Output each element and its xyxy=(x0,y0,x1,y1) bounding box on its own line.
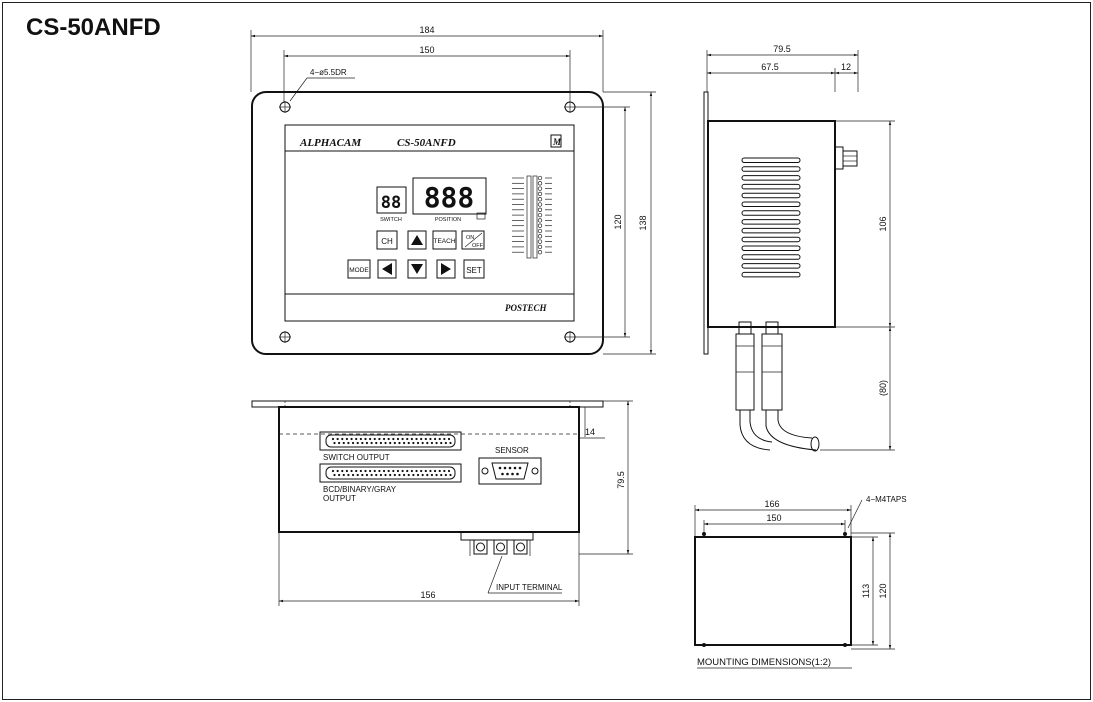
dim-side-depth-total: 79.5 xyxy=(773,44,791,54)
front-plate xyxy=(251,91,604,355)
mode-key-label: MODE xyxy=(349,267,369,274)
bcd-output-connector xyxy=(319,463,462,483)
teach-key[interactable] xyxy=(432,230,457,250)
right-arrow-icon xyxy=(441,263,451,275)
mounting-caption: MOUNTING DIMENSIONS(1:2) xyxy=(697,657,831,668)
switch-output-label: SWITCH OUTPUT xyxy=(323,453,390,462)
dim-side-body: 67.5 xyxy=(761,62,779,72)
position-label: POSITION xyxy=(435,217,461,223)
side-view: 79.5 67.5 12 xyxy=(703,44,895,452)
teach-key-label: TEACH xyxy=(433,238,455,245)
front-view: 184 150 4−ø5.5DR ALPHACAM CS-50ANFD M PO… xyxy=(250,25,656,355)
up-arrow-icon xyxy=(411,235,423,245)
mounting-holes xyxy=(279,101,576,343)
dim-bottom-depth: 79.5 xyxy=(616,471,626,489)
ventilation-slots xyxy=(741,157,801,278)
bottom-body xyxy=(278,406,580,533)
switch-display-digits: 88 xyxy=(381,193,401,213)
switch-output-pins xyxy=(331,437,452,445)
sensor-pins xyxy=(498,466,522,476)
dim-mount-width-holes: 150 xyxy=(766,513,781,523)
front-panel xyxy=(284,124,575,322)
down-arrow-icon xyxy=(411,264,423,274)
cable-glands xyxy=(735,321,820,452)
dim-bottom-flange: 14 xyxy=(585,427,595,437)
ch-key-label: CH xyxy=(381,237,393,246)
dim-bottom-width: 156 xyxy=(420,590,435,600)
dim-front-height-inner: 120 xyxy=(613,214,623,229)
dim-side-connector: 12 xyxy=(841,62,851,72)
input-terminal-block xyxy=(460,531,534,556)
sensor-label: SENSOR xyxy=(495,446,529,455)
logo-icon xyxy=(550,134,562,148)
mounting-view: 166 150 4−M4TAPS 113 120 MOUNTING DIMENS… xyxy=(694,495,907,669)
on-label: ON xyxy=(466,235,474,241)
mounting-cutout xyxy=(694,536,852,646)
model-label: CS-50ANFD xyxy=(397,137,456,149)
left-arrow-icon xyxy=(382,263,392,275)
position-display xyxy=(412,177,487,215)
ch-key[interactable] xyxy=(376,230,398,250)
side-body xyxy=(707,120,836,328)
bcd-output-label-1: BCD/BINARY/GRAY xyxy=(323,485,397,494)
set-key[interactable] xyxy=(463,259,485,279)
dim-front-height-outer: 138 xyxy=(638,215,648,230)
led-indicator-column xyxy=(512,175,552,259)
dim-mount-height-inner: 113 xyxy=(861,584,871,598)
dim-mount-height-outer: 120 xyxy=(878,583,888,598)
maker-label: POSTECH xyxy=(505,303,548,313)
hole-note: 4−ø5.5DR xyxy=(310,68,347,77)
off-label: OFF xyxy=(472,243,484,249)
switch-output-connector xyxy=(319,431,462,451)
position-display-digits: 888 xyxy=(424,181,475,214)
bcd-output-label-2: OUTPUT xyxy=(323,494,356,503)
set-key-label: SET xyxy=(466,266,482,275)
sensor-connector xyxy=(478,457,542,485)
switch-display xyxy=(376,186,407,214)
tap-note: 4−M4TAPS xyxy=(866,495,907,504)
switch-label: SWITCH xyxy=(380,217,402,223)
brand-label: ALPHACAM xyxy=(299,137,362,149)
mode-key[interactable] xyxy=(347,259,371,279)
bottom-view: SWITCH OUTPUT BCD/BINARY/GRAY OUTPUT SEN… xyxy=(251,400,633,606)
drawing-title: CS-50ANFD xyxy=(26,14,161,41)
dim-mount-width-outer: 166 xyxy=(764,499,779,509)
svg-text:M: M xyxy=(552,137,562,147)
dim-side-cable: (80) xyxy=(878,380,888,396)
dim-front-width-holes: 150 xyxy=(419,45,434,55)
dim-front-width-outer: 184 xyxy=(419,25,434,35)
dim-side-height: 106 xyxy=(878,216,888,231)
input-terminal-label: INPUT TERMINAL xyxy=(496,583,563,592)
bcd-output-pins xyxy=(331,469,452,477)
